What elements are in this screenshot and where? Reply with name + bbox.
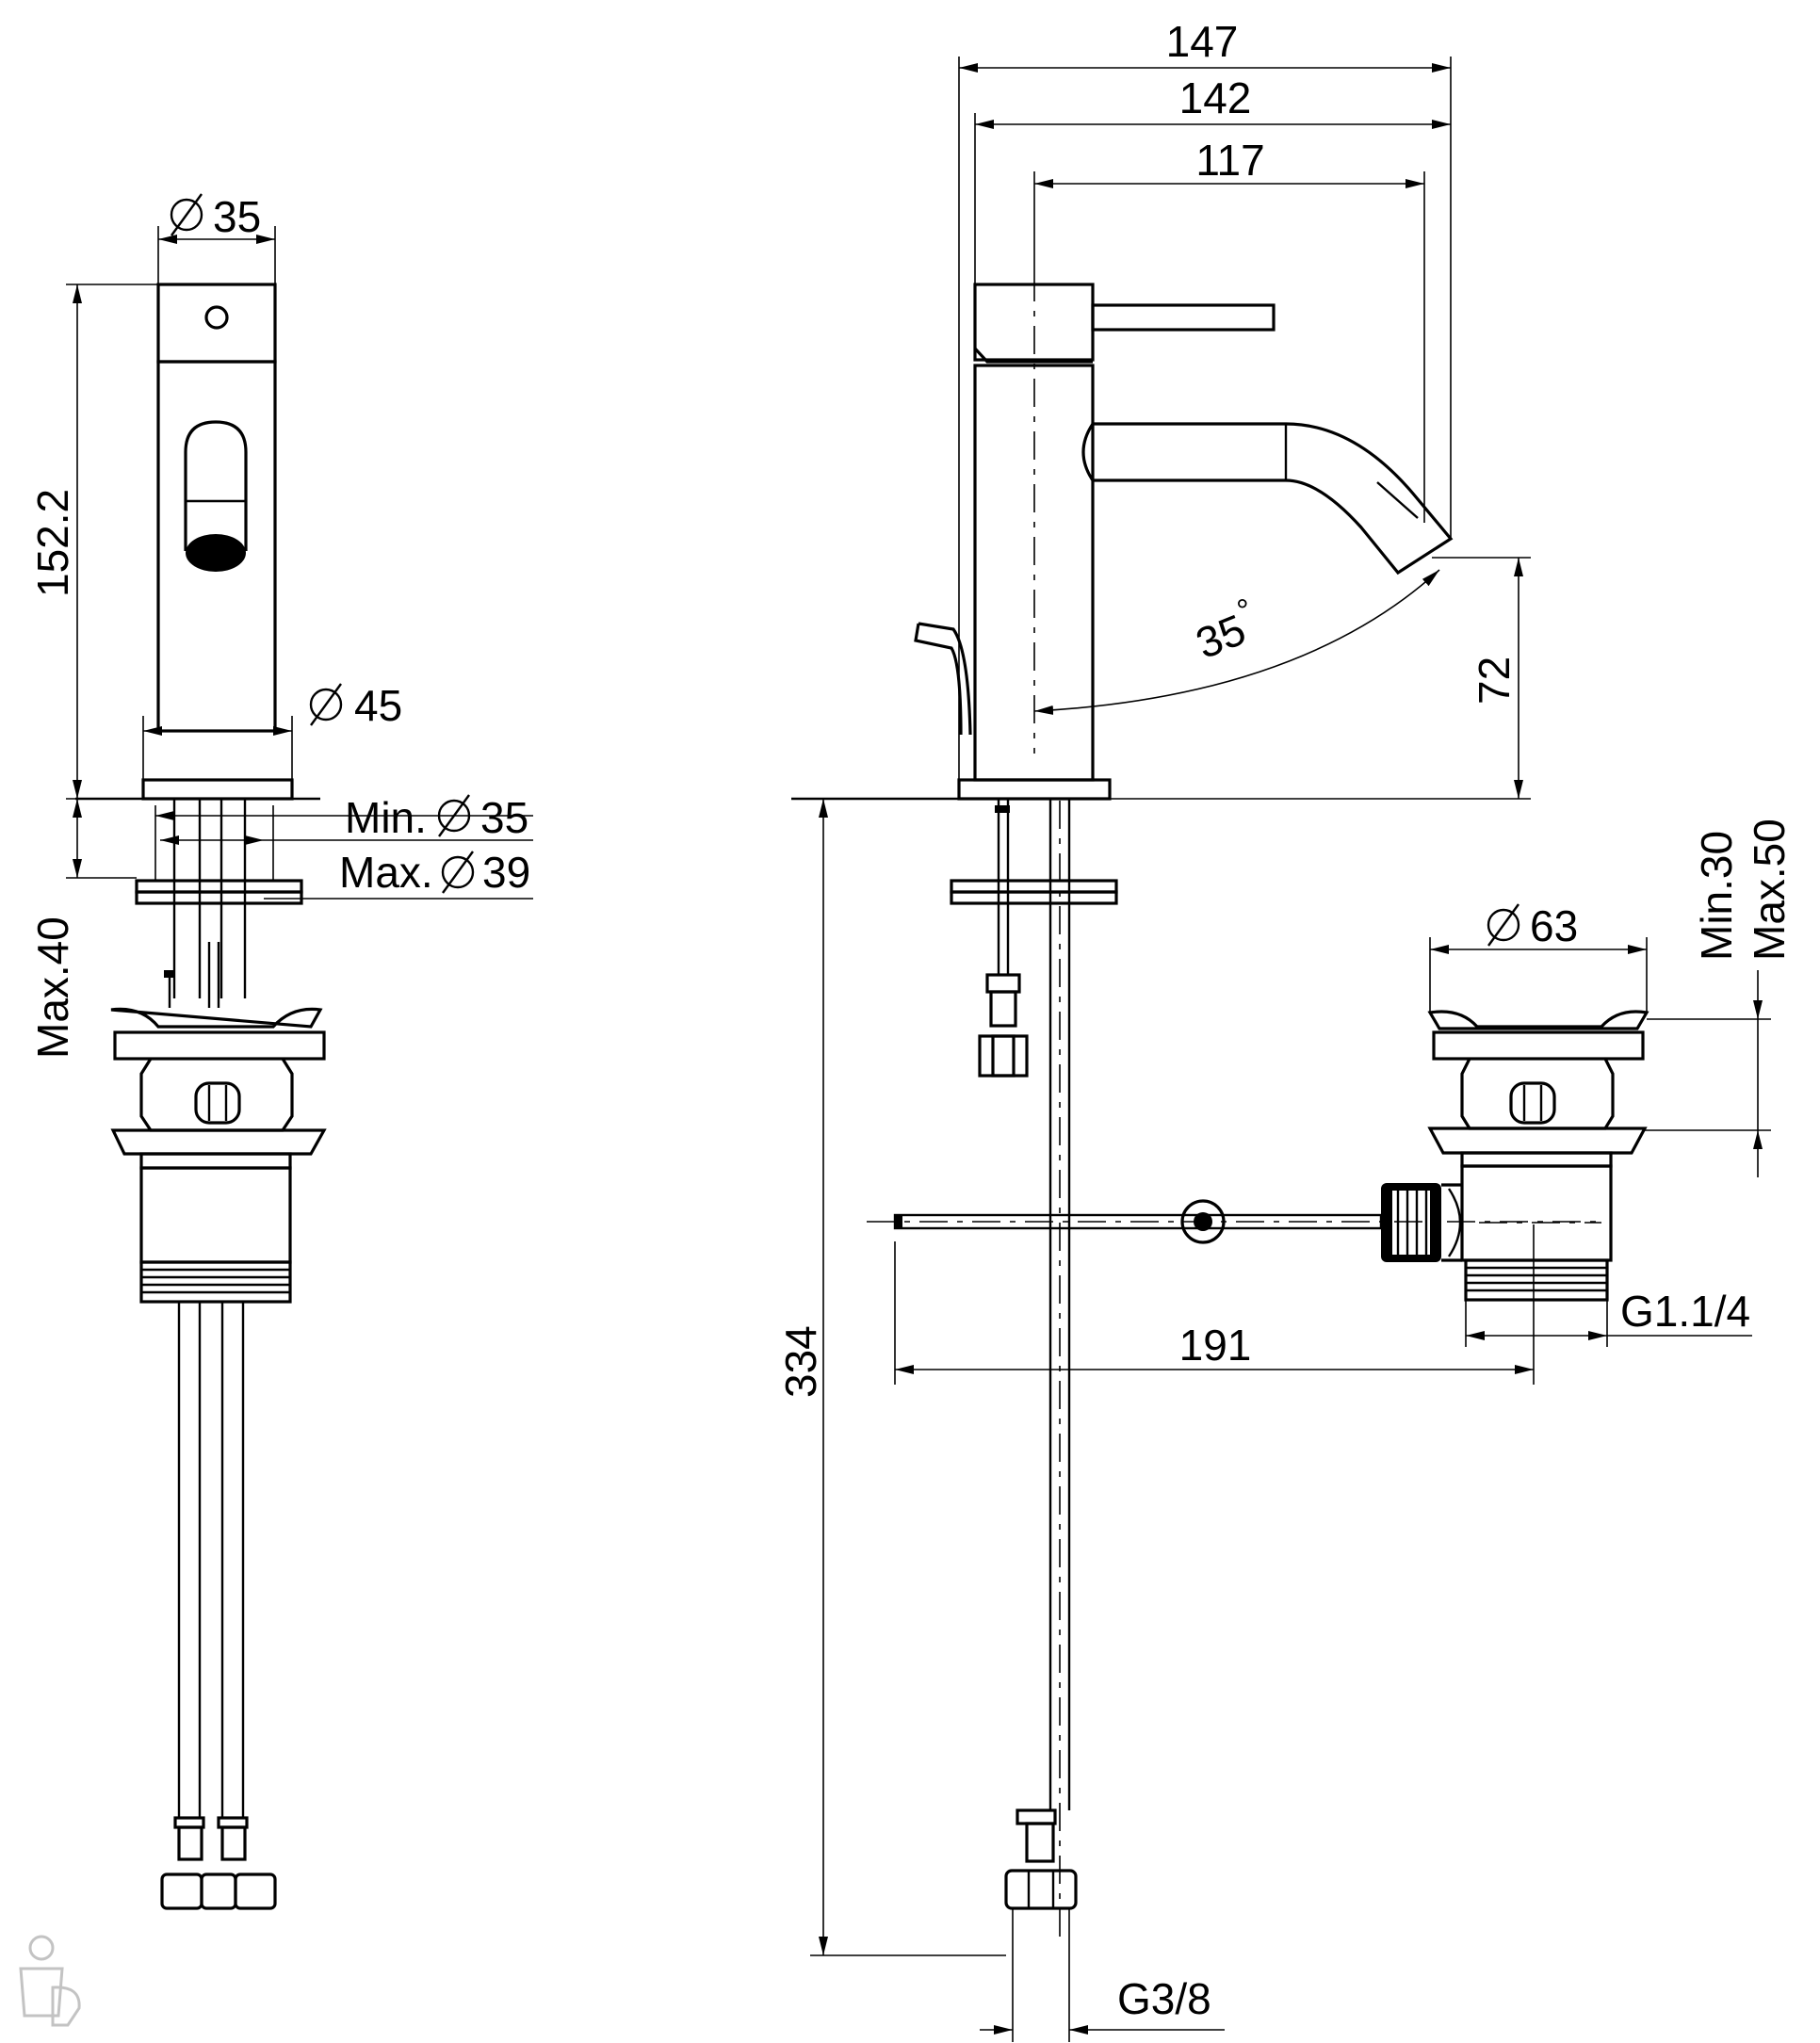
diameter-symbol-icon bbox=[1487, 903, 1520, 947]
waste-view: 63 Min.30 Max.50 191 G1.1/4 bbox=[867, 819, 1794, 1385]
dim-waste-min: Min.30 bbox=[1692, 831, 1741, 961]
dim-hole-max-value: 39 bbox=[482, 848, 530, 897]
dim-angle-unit: ° bbox=[1236, 593, 1249, 629]
dim-hole-min-label: Min. bbox=[345, 793, 427, 842]
waste-thread bbox=[1464, 1258, 1609, 1302]
side-hose-nut bbox=[1004, 1869, 1078, 1910]
side-base bbox=[957, 778, 1112, 801]
front-view: 35 152.2 45 Min. 35 Max. 39 Max.40 bbox=[28, 192, 533, 1910]
dim-waste-max: Max.50 bbox=[1745, 819, 1794, 961]
diameter-symbol-icon bbox=[170, 193, 203, 236]
dim-hole-min-value: 35 bbox=[480, 793, 528, 842]
dim-plug-diameter: 63 bbox=[1530, 901, 1578, 950]
side-spout bbox=[1093, 422, 1454, 576]
dim-rod-length: 191 bbox=[1179, 1321, 1252, 1370]
front-washer bbox=[135, 879, 303, 894]
front-waste-thread bbox=[139, 1260, 292, 1304]
dim-outlet-height: 72 bbox=[1470, 657, 1519, 705]
front-base bbox=[141, 778, 294, 801]
dim-front-base-diameter: 45 bbox=[354, 681, 402, 730]
dim-front-body-diameter: 35 bbox=[213, 192, 261, 241]
front-handle-head bbox=[156, 283, 277, 364]
dim-hole-max-label: Max. bbox=[339, 848, 433, 897]
dim-total-height: 334 bbox=[776, 1325, 825, 1398]
side-washer bbox=[950, 879, 1118, 894]
dim-front-height: 152.2 bbox=[28, 489, 77, 597]
waste-overflow-nut bbox=[1381, 1183, 1441, 1262]
plumber-logo-icon bbox=[19, 1935, 81, 2027]
diameter-symbol-icon bbox=[309, 683, 343, 726]
side-lever-handle bbox=[1091, 303, 1276, 332]
dim-inlet-thread: G3/8 bbox=[1117, 1974, 1211, 2023]
side-view: 147 142 117 35 ° 72 334 G3/8 bbox=[776, 17, 1531, 2042]
front-flexible-hoses bbox=[160, 1302, 277, 1910]
dim-waste-thread: G1.1/4 bbox=[1620, 1287, 1750, 1336]
front-handle-dot bbox=[204, 305, 229, 330]
front-waste-slot bbox=[194, 1081, 241, 1125]
front-waste-flange bbox=[110, 1007, 323, 1029]
dim-spout-reach: 117 bbox=[1195, 136, 1264, 185]
waste-flange bbox=[1427, 1010, 1649, 1030]
waste-rod bbox=[867, 1199, 1601, 1244]
waste-slot bbox=[1509, 1081, 1556, 1125]
front-spout-outline bbox=[184, 420, 248, 551]
dim-deck-thickness: Max.40 bbox=[28, 916, 77, 1059]
waste-body bbox=[1460, 1164, 1613, 1262]
dim-overall-length: 147 bbox=[1166, 17, 1239, 66]
dim-spout-length: 142 bbox=[1179, 73, 1252, 122]
diameter-symbol-icon bbox=[441, 851, 475, 894]
front-spout-outlet bbox=[186, 534, 246, 572]
front-waste-body bbox=[139, 1166, 292, 1264]
diameter-symbol-icon bbox=[437, 794, 471, 837]
side-popup-lever bbox=[914, 622, 972, 736]
